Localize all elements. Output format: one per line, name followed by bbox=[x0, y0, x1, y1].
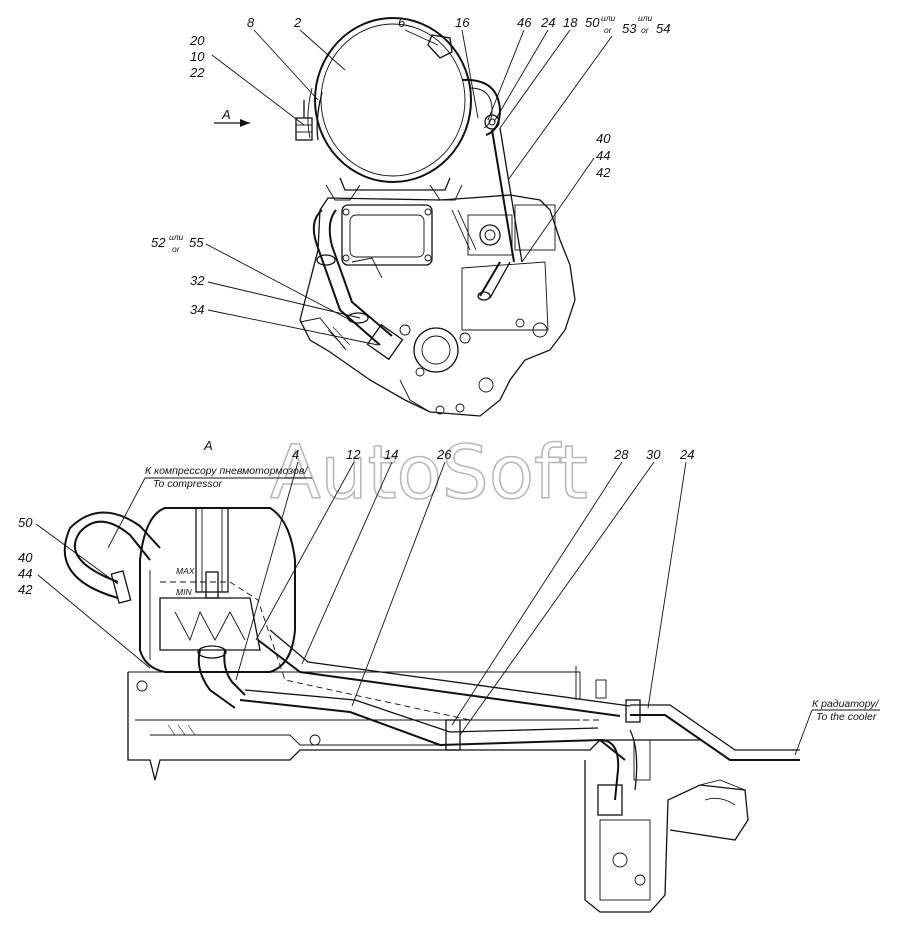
callout-32: 32 bbox=[190, 273, 205, 288]
hose-50 bbox=[74, 520, 151, 583]
pipe-26 bbox=[239, 699, 626, 761]
callout-24-top: 24 bbox=[540, 15, 555, 30]
callout-18: 18 bbox=[563, 15, 578, 30]
callout-or-ili-2: или bbox=[638, 13, 653, 23]
clamp-band bbox=[316, 91, 323, 141]
callout-50-top: 50 bbox=[585, 15, 600, 30]
bottom-callouts: К компрессору пневмотормозов/ To compres… bbox=[18, 447, 880, 756]
callout-53: 53 bbox=[622, 21, 637, 36]
callout-22: 22 bbox=[189, 65, 205, 80]
callout-52: 52 bbox=[151, 235, 166, 250]
callout-28: 28 bbox=[613, 447, 629, 462]
filler-neck bbox=[427, 34, 453, 59]
view-arrow-a: A bbox=[214, 107, 250, 127]
note-cooler-en: To the cooler bbox=[816, 711, 877, 723]
engine-housing bbox=[299, 194, 576, 417]
hose-32 bbox=[312, 209, 381, 346]
callout-12: 12 bbox=[346, 447, 361, 462]
top-callouts: 20 10 22 8 2 6 16 46 24 18 50 или or 53 … bbox=[151, 13, 670, 346]
callout-24-bottom: 24 bbox=[679, 447, 694, 462]
callout-42-bottom: 42 bbox=[18, 582, 33, 597]
tank-min-mark: MIN bbox=[176, 587, 192, 597]
callout-50-bottom: 50 bbox=[18, 515, 33, 530]
tank-end-circle bbox=[314, 17, 472, 183]
view-a-title: A bbox=[203, 438, 213, 453]
callout-14: 14 bbox=[384, 447, 398, 462]
callout-26: 26 bbox=[436, 447, 452, 462]
callout-54: 54 bbox=[656, 21, 670, 36]
pump-inlet bbox=[413, 327, 459, 373]
callout-42-top: 42 bbox=[596, 165, 611, 180]
callout-20: 20 bbox=[189, 33, 205, 48]
pipe-12 bbox=[257, 639, 621, 717]
callout-8: 8 bbox=[247, 15, 255, 30]
callout-or-2: or bbox=[641, 25, 650, 35]
callout-2: 2 bbox=[293, 15, 302, 30]
pump-hose bbox=[599, 739, 620, 801]
view-arrow-label: A bbox=[221, 107, 231, 122]
callout-or-3: or bbox=[172, 244, 181, 254]
callout-or-ili-3: или bbox=[169, 232, 184, 242]
callout-55: 55 bbox=[189, 235, 204, 250]
callout-or-ili-1: или bbox=[601, 13, 616, 23]
callout-44-bottom: 44 bbox=[18, 566, 32, 581]
pump-housing bbox=[584, 760, 749, 913]
callout-44-top: 44 bbox=[596, 148, 610, 163]
bottom-assembly-view: A MAX MIN bbox=[63, 438, 800, 913]
top-assembly-view bbox=[295, 17, 576, 417]
callout-16: 16 bbox=[455, 15, 470, 30]
callout-40-bottom: 40 bbox=[18, 550, 33, 565]
callout-46: 46 bbox=[517, 15, 532, 30]
callout-10: 10 bbox=[190, 49, 205, 64]
note-compressor-en: To compressor bbox=[153, 478, 223, 490]
note-cooler-ru: К радиатору/ bbox=[812, 698, 879, 710]
note-compressor-ru: К компрессору пневмотормозов/ bbox=[145, 465, 308, 477]
callout-4: 4 bbox=[292, 447, 299, 462]
pipe-to-cooler bbox=[630, 714, 800, 761]
callout-34: 34 bbox=[190, 302, 204, 317]
callout-6: 6 bbox=[398, 15, 406, 30]
tank-max-mark: MAX bbox=[176, 566, 195, 576]
callout-or-1: or bbox=[604, 25, 613, 35]
frame-rail bbox=[127, 672, 700, 781]
watermark: AutoSoft bbox=[270, 430, 588, 516]
callout-40-top: 40 bbox=[596, 131, 611, 146]
callout-30: 30 bbox=[646, 447, 661, 462]
